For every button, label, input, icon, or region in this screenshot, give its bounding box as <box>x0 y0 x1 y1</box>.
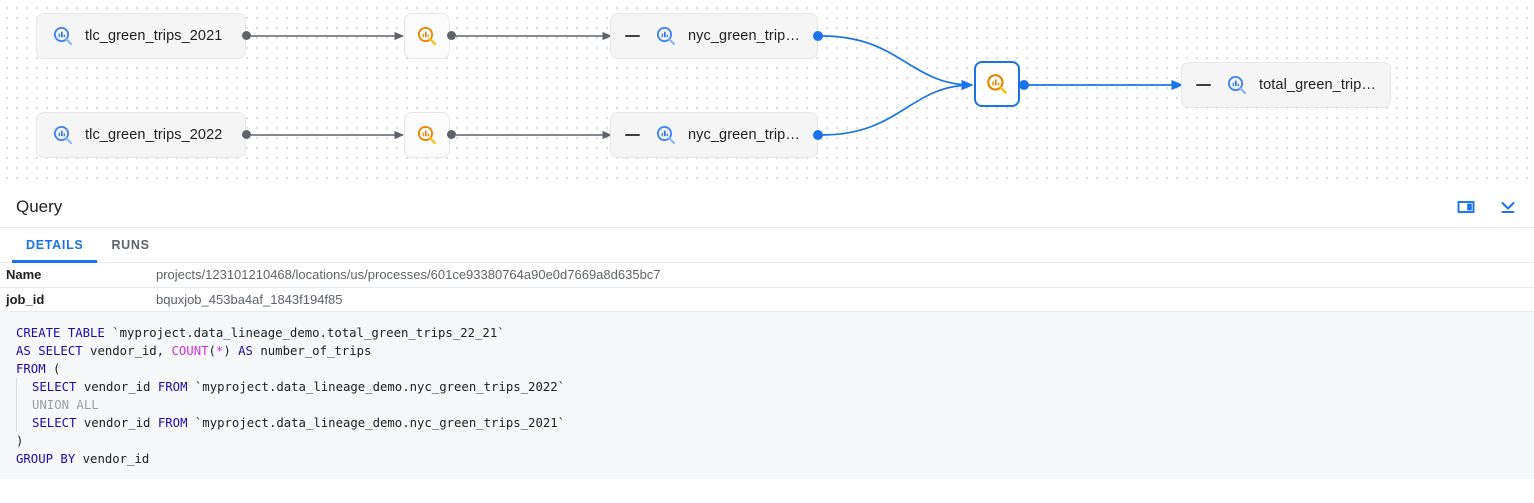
table-search-icon <box>656 26 676 46</box>
process-search-icon <box>987 74 1007 94</box>
query-tabs: DETAILS RUNS <box>0 228 1534 263</box>
table-row: job_id bquxjob_453ba4af_1843f194f85 <box>0 287 1534 312</box>
lineage-node-label: nyc_green_trips… <box>688 28 803 44</box>
edge-nyc2021-proc3 <box>821 35 974 91</box>
detail-key: Name <box>0 263 150 288</box>
sql-line: ) <box>16 433 24 448</box>
sql-line: FROM ( <box>16 361 61 376</box>
lineage-node-process-1[interactable] <box>404 13 450 59</box>
sql-line: SELECT vendor_id FROM `myproject.data_li… <box>16 377 1534 396</box>
query-panel-header: Query <box>0 186 1534 228</box>
collapse-dash-icon[interactable] <box>625 34 640 38</box>
sql-line: CREATE TABLE `myproject.data_lineage_dem… <box>16 325 505 340</box>
sql-code-block[interactable]: CREATE TABLE `myproject.data_lineage_dem… <box>0 311 1534 479</box>
collapse-panel-icon[interactable] <box>1498 197 1518 217</box>
table-search-icon <box>53 26 73 46</box>
detail-value: bquxjob_453ba4af_1843f194f85 <box>150 287 1534 312</box>
collapse-dash-icon[interactable] <box>1196 83 1211 87</box>
table-row: Name projects/123101210468/locations/us/… <box>0 263 1534 288</box>
tab-details[interactable]: DETAILS <box>12 228 98 263</box>
collapse-dash-icon[interactable] <box>625 133 640 137</box>
lineage-node-tlc-green-trips-2021[interactable]: tlc_green_trips_2021 <box>36 13 246 59</box>
table-search-icon <box>656 125 676 145</box>
lineage-node-nyc-green-trips-2022[interactable]: nyc_green_trips… <box>610 112 818 158</box>
node-port-out-nyc2022[interactable] <box>813 130 823 140</box>
lineage-node-label: nyc_green_trips… <box>688 127 803 143</box>
tab-runs[interactable]: RUNS <box>111 238 150 252</box>
node-port-out-src2021[interactable] <box>242 31 251 40</box>
lineage-node-label: total_green_trip… <box>1259 77 1376 93</box>
process-search-icon <box>417 125 437 145</box>
lineage-node-label: tlc_green_trips_2022 <box>85 127 223 143</box>
lineage-node-total-green-trips[interactable]: total_green_trip… <box>1181 62 1391 108</box>
lineage-node-tlc-green-trips-2022[interactable]: tlc_green_trips_2022 <box>36 112 246 158</box>
table-search-icon <box>1227 75 1247 95</box>
lineage-graph-canvas[interactable]: tlc_green_trips_2021 tlc_green_trips_202… <box>0 0 1534 186</box>
sql-line: SELECT vendor_id FROM `myproject.data_li… <box>16 413 1534 432</box>
sql-line: UNION ALL <box>16 395 1534 414</box>
panel-header-actions <box>1456 197 1518 217</box>
lineage-node-label: tlc_green_trips_2021 <box>85 28 223 44</box>
page-title: Query <box>16 196 63 216</box>
node-port-out-proc3[interactable] <box>1019 80 1029 90</box>
lineage-edge-layer <box>250 31 1184 140</box>
lineage-node-process-2[interactable] <box>404 112 450 158</box>
split-panel-icon[interactable] <box>1456 197 1476 217</box>
node-port-out-proc2[interactable] <box>447 130 456 139</box>
lineage-node-nyc-green-trips-2021[interactable]: nyc_green_trips… <box>610 13 818 59</box>
sql-line: GROUP BY vendor_id <box>16 451 150 466</box>
sql-line: AS SELECT vendor_id, COUNT(*) AS number_… <box>16 343 372 358</box>
node-port-out-nyc2021[interactable] <box>813 31 823 41</box>
detail-value: projects/123101210468/locations/us/proce… <box>150 263 1534 288</box>
lineage-node-process-selected[interactable] <box>974 61 1020 107</box>
node-port-out-src2022[interactable] <box>242 130 251 139</box>
query-details-table: Name projects/123101210468/locations/us/… <box>0 263 1534 312</box>
query-panel: Query DETAILS RUNS Name projects <box>0 186 1534 479</box>
table-search-icon <box>53 125 73 145</box>
detail-key: job_id <box>0 287 150 312</box>
node-port-out-proc1[interactable] <box>447 31 456 40</box>
process-search-icon <box>417 26 437 46</box>
edge-nyc2022-proc3 <box>821 79 974 136</box>
